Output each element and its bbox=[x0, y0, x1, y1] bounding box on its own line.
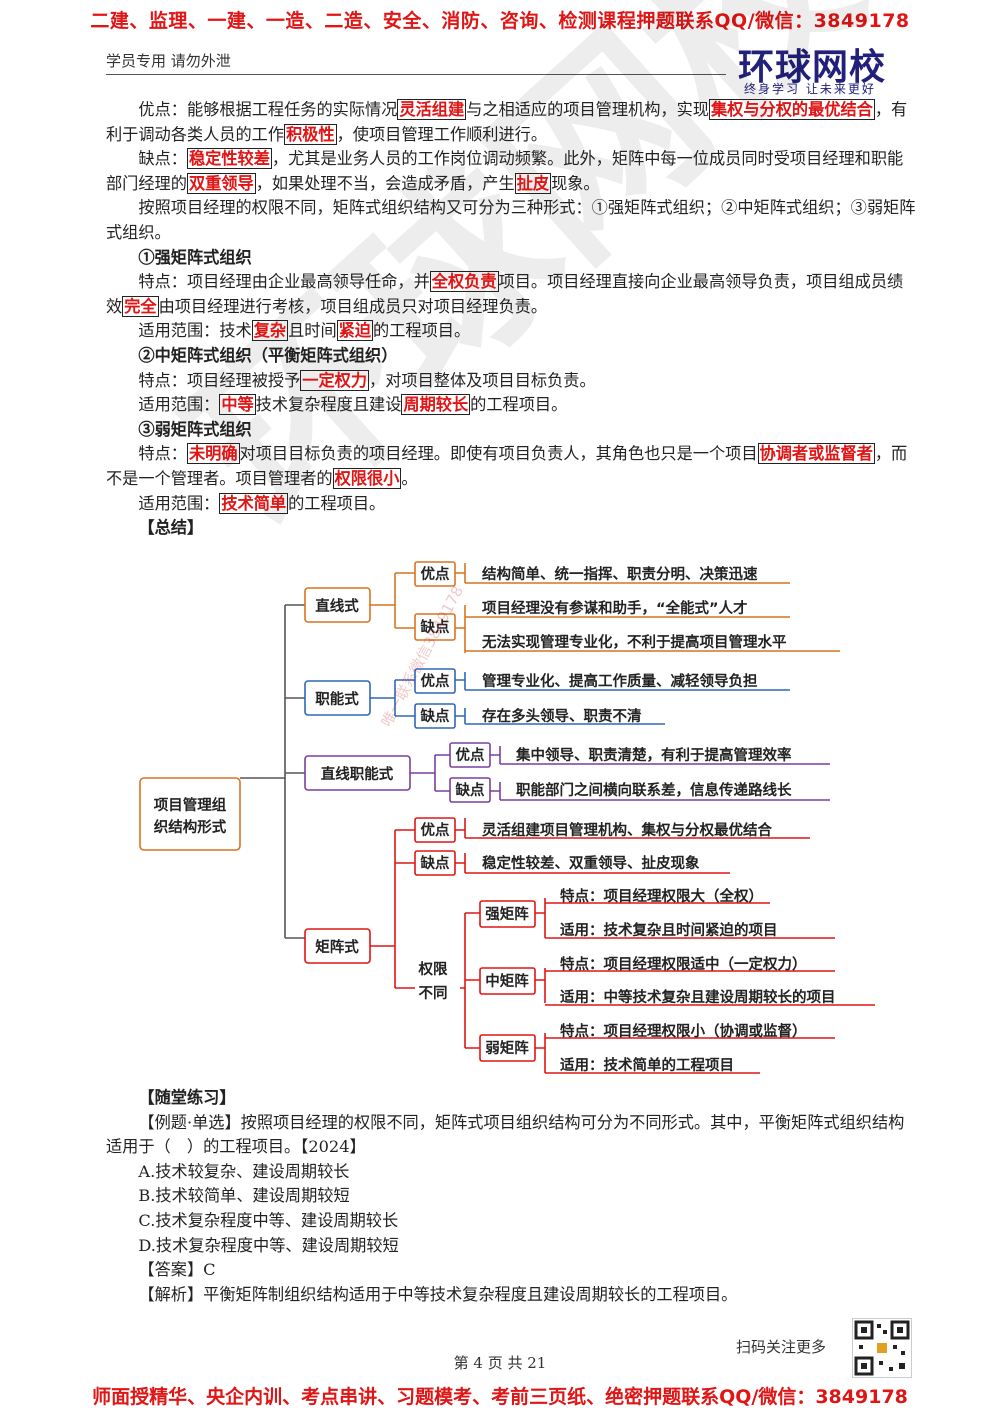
practice-heading: 【随堂练习】 bbox=[138, 1088, 236, 1107]
highlight: 积极性 bbox=[284, 123, 337, 145]
qr-caption: 扫码关注更多 bbox=[736, 1338, 827, 1356]
advantages-paragraph: 优点：能够根据工程任务的实际情况灵活组建与之相适应的项目管理机构，实现集权与分权… bbox=[106, 99, 908, 145]
header-divider bbox=[106, 74, 726, 75]
highlight: 中等 bbox=[219, 394, 256, 416]
intro-paragraph: 按照项目经理的权限不同，矩阵式组织结构又可分为三种形式：①强矩阵式组织；②中矩阵… bbox=[106, 198, 916, 242]
weak-matrix-feature: 特点：未明确对项目目标负责的项目经理。即使有项目负责人，其角色也只是一个项目协调… bbox=[106, 443, 908, 489]
tag-dis: 缺点 bbox=[420, 618, 450, 636]
analysis-text: 【解析】平衡矩阵制组织结构适用于中等技术复杂程度且建设周期较长的工程项目。 bbox=[138, 1284, 738, 1304]
root-label-line2: 织结构形式 bbox=[154, 818, 227, 836]
highlight: 紧迫 bbox=[336, 320, 374, 342]
matrix-adv-text: 灵活组建项目管理机构、集权与分权最优结合 bbox=[482, 821, 772, 839]
highlight: 权限很小 bbox=[332, 467, 402, 489]
option-c: C.技术复杂程度中等、建设周期较长 bbox=[138, 1210, 399, 1230]
highlight: 复杂 bbox=[251, 320, 289, 342]
highlight: 双重领导 bbox=[186, 172, 256, 194]
highlight: 灵活组建 bbox=[397, 99, 467, 120]
brand-logo: 环球网校 终身学习 让未来更好 bbox=[738, 38, 918, 98]
node-mid-matrix: 中矩阵 bbox=[485, 972, 529, 990]
node-line-functional: 直线职能式 bbox=[321, 765, 394, 783]
top-banner: 二建、监理、一建、一造、二造、安全、消防、咨询、检测课程押题联系QQ/微信：38… bbox=[90, 10, 910, 32]
linefunc-dis-text: 职能部门之间横向联系差，信息传递路线长 bbox=[516, 781, 792, 799]
func-adv-text: 管理专业化、提高工作质量、减轻领导负担 bbox=[482, 672, 758, 690]
option-d: D.技术复杂程度中等、建设周期较短 bbox=[138, 1235, 399, 1255]
line-dis-text-1: 项目经理没有参谋和助手，“全能式”人才 bbox=[482, 599, 748, 617]
disadvantages-paragraph: 缺点：稳定性较差，尤其是业务人员的工作岗位调动频繁。此外，矩阵中每一位成员同时受… bbox=[106, 148, 904, 194]
node-line: 直线式 bbox=[315, 597, 359, 615]
tag-dis: 缺点 bbox=[420, 854, 450, 872]
node-strong-matrix: 强矩阵 bbox=[485, 905, 529, 923]
answer-text: 【答案】C bbox=[138, 1260, 216, 1280]
authority-label-2: 不同 bbox=[419, 985, 448, 1002]
practice-section: 【随堂练习】 【例题·单选】按照项目经理的权限不同，矩阵式项目组织结构可分为不同… bbox=[106, 1086, 918, 1307]
mid-matrix-scope: 适用范围：中等技术复杂程度且建设周期较长的工程项目。 bbox=[138, 394, 568, 416]
weak-matrix-scope: 适用范围：技术简单的工程项目。 bbox=[138, 492, 386, 514]
tag-adv: 优点 bbox=[456, 746, 485, 764]
qr-code-icon bbox=[854, 1320, 910, 1376]
strong-matrix-feature: 特点：项目经理由企业最高领导任命，并全权负责项目。项目经理直接向企业最高领导负责… bbox=[106, 271, 904, 317]
highlight: 集权与分权的最优结合 bbox=[708, 99, 875, 120]
summary-heading: 【总结】 bbox=[138, 518, 204, 538]
linefunc-adv-text: 集中领导、职责清楚，有利于提高管理效率 bbox=[515, 746, 792, 764]
weak-matrix-heading: ③弱矩阵式组织 bbox=[138, 419, 252, 439]
mid-feature: 特点：项目经理权限适中（一定权力） bbox=[560, 955, 807, 973]
highlight: 完全 bbox=[122, 295, 159, 317]
node-matrix: 矩阵式 bbox=[315, 938, 359, 956]
mid-matrix-feature: 特点：项目经理被授予一定权力，对项目整体及项目目标负责。 bbox=[138, 369, 596, 391]
mid-scope: 适用：中等技术复杂且建设周期较长的项目 bbox=[560, 988, 836, 1006]
matrix-dis-text: 稳定性较差、双重领导、扯皮现象 bbox=[482, 854, 700, 872]
tag-adv: 优点 bbox=[421, 565, 450, 583]
root-label-line1: 项目管理组 bbox=[154, 796, 227, 814]
logo-slogan: 终身学习 让未来更好 bbox=[744, 82, 876, 96]
option-a: A.技术较复杂、建设周期较长 bbox=[138, 1161, 350, 1181]
highlight: 稳定性较差 bbox=[186, 148, 272, 170]
tag-adv: 优点 bbox=[421, 821, 450, 839]
weak-feature: 特点：项目经理权限小（协调或监督） bbox=[560, 1022, 807, 1040]
tag-dis: 缺点 bbox=[420, 707, 450, 725]
strong-scope: 适用：技术复杂且时间紧迫的项目 bbox=[560, 921, 778, 939]
func-dis-text: 存在多头领导、职责不清 bbox=[482, 707, 642, 725]
strong-matrix-heading: ①强矩阵式组织 bbox=[138, 247, 252, 267]
main-text: 优点：能够根据工程任务的实际情况灵活组建与之相适应的项目管理机构，实现集权与分权… bbox=[106, 98, 918, 541]
qr-code[interactable] bbox=[852, 1318, 912, 1378]
highlight: 全权负责 bbox=[429, 271, 499, 293]
authority-label-1: 权限 bbox=[418, 960, 448, 978]
org-structure-mindmap: 项目管理组 织结构形式 直线式 优点 缺点 结构简单、统一指挥、职责分明、决策迅… bbox=[139, 561, 875, 1074]
highlight: 周期较长 bbox=[401, 394, 471, 416]
tag-dis: 缺点 bbox=[455, 781, 485, 799]
mid-matrix-heading: ②中矩阵式组织（平衡矩阵式组织） bbox=[138, 345, 398, 365]
highlight: 扯皮 bbox=[514, 172, 552, 194]
highlight: 协调者或监督者 bbox=[757, 443, 875, 465]
header-note: 学员专用 请勿外泄 bbox=[106, 52, 231, 70]
highlight: 未明确 bbox=[186, 443, 240, 465]
highlight: 技术简单 bbox=[219, 492, 289, 514]
highlight: 一定权力 bbox=[300, 369, 370, 391]
node-weak-matrix: 弱矩阵 bbox=[485, 1039, 529, 1057]
logo-title: 环球网校 bbox=[738, 47, 887, 88]
line-dis-text-2: 无法实现管理专业化，不利于提高项目管理水平 bbox=[482, 633, 787, 651]
option-b: B.技术较简单、建设周期较短 bbox=[138, 1186, 350, 1206]
line-adv-text: 结构简单、统一指挥、职责分明、决策迅速 bbox=[482, 565, 758, 583]
page-number: 第 4 页 共 21 bbox=[453, 1354, 547, 1372]
question-text: 【例题·单选】按照项目经理的权限不同，矩阵式项目组织结构可分为不同形式。其中，平… bbox=[106, 1112, 905, 1157]
strong-matrix-scope: 适用范围：技术复杂且时间紧迫的工程项目。 bbox=[138, 320, 471, 342]
tag-adv: 优点 bbox=[421, 672, 450, 690]
node-functional: 职能式 bbox=[315, 690, 359, 708]
weak-scope: 适用：技术简单的工程项目 bbox=[560, 1056, 734, 1074]
strong-feature: 特点：项目经理权限大（全权） bbox=[560, 887, 763, 905]
bottom-banner: 师面授精华、央企内训、考点串讲、习题模考、考前三页纸、绝密押题联系QQ/微信：3… bbox=[92, 1386, 908, 1408]
